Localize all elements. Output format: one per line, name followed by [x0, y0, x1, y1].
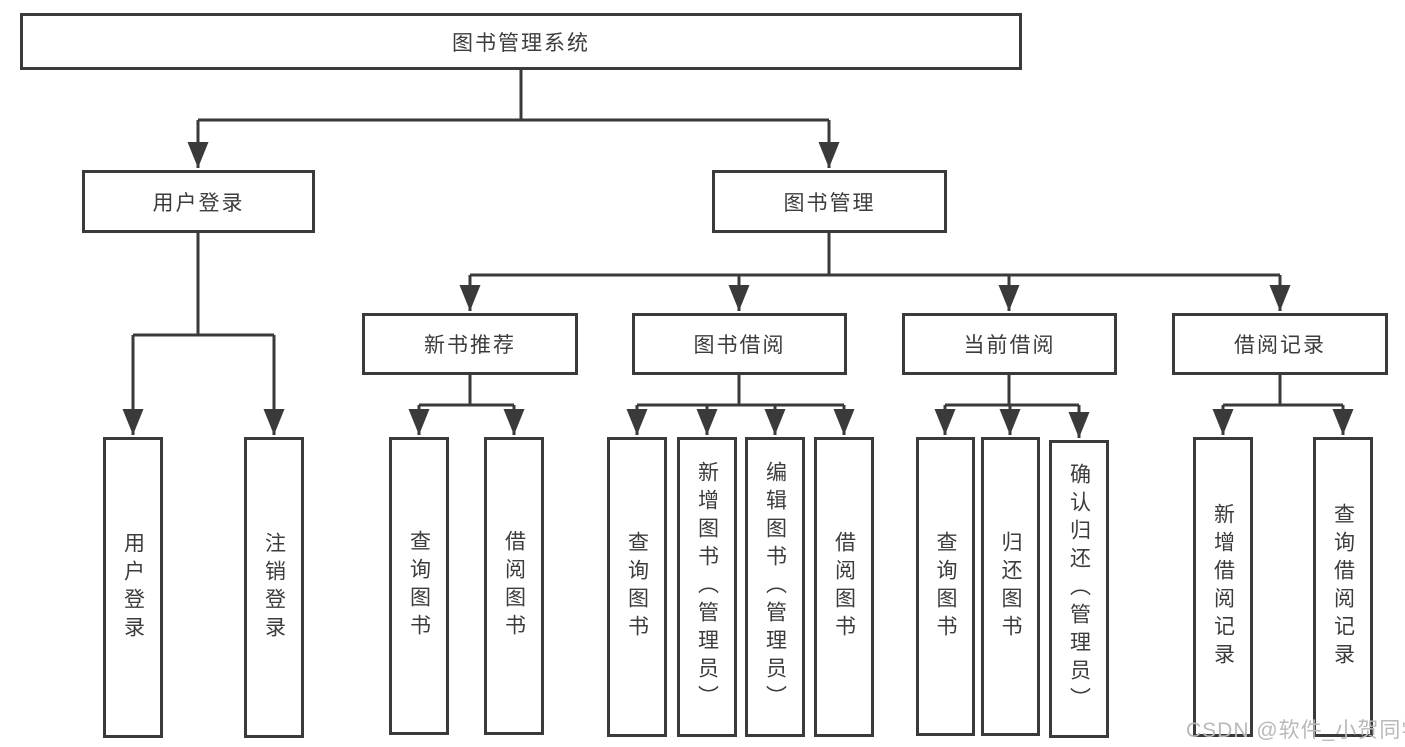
node-library-system: 图书管理系统 [20, 13, 1022, 70]
leaf-logout: 注销登录 [244, 437, 304, 738]
node-book-borrow: 图书借阅 [632, 313, 847, 375]
leaf-add-book-admin: 新增图书（管理员） [677, 437, 737, 737]
leaf-query-borrow-record: 查询借阅记录 [1313, 437, 1373, 737]
leaf-borrow-books-recommend: 借阅图书 [484, 437, 544, 735]
csdn-watermark: CSDN @软件_小贺同学 [1186, 719, 1405, 742]
node-book-management: 图书管理 [712, 170, 947, 233]
leaf-return-book: 归还图书 [981, 437, 1040, 736]
leaf-confirm-return-admin: 确认归还（管理员） [1049, 440, 1109, 738]
leaf-query-books-recommend: 查询图书 [389, 437, 449, 735]
leaf-user-login: 用户登录 [103, 437, 163, 738]
leaf-query-books-borrow: 查询图书 [607, 437, 667, 737]
leaf-add-borrow-record: 新增借阅记录 [1193, 437, 1253, 737]
node-new-book-recommend: 新书推荐 [362, 313, 578, 375]
node-current-borrow: 当前借阅 [902, 313, 1117, 375]
leaf-edit-book-admin: 编辑图书（管理员） [745, 437, 805, 737]
leaf-borrow-books: 借阅图书 [814, 437, 874, 737]
leaf-query-books-current: 查询图书 [916, 437, 975, 736]
node-borrow-records: 借阅记录 [1172, 313, 1388, 375]
node-user-login: 用户登录 [82, 170, 315, 233]
